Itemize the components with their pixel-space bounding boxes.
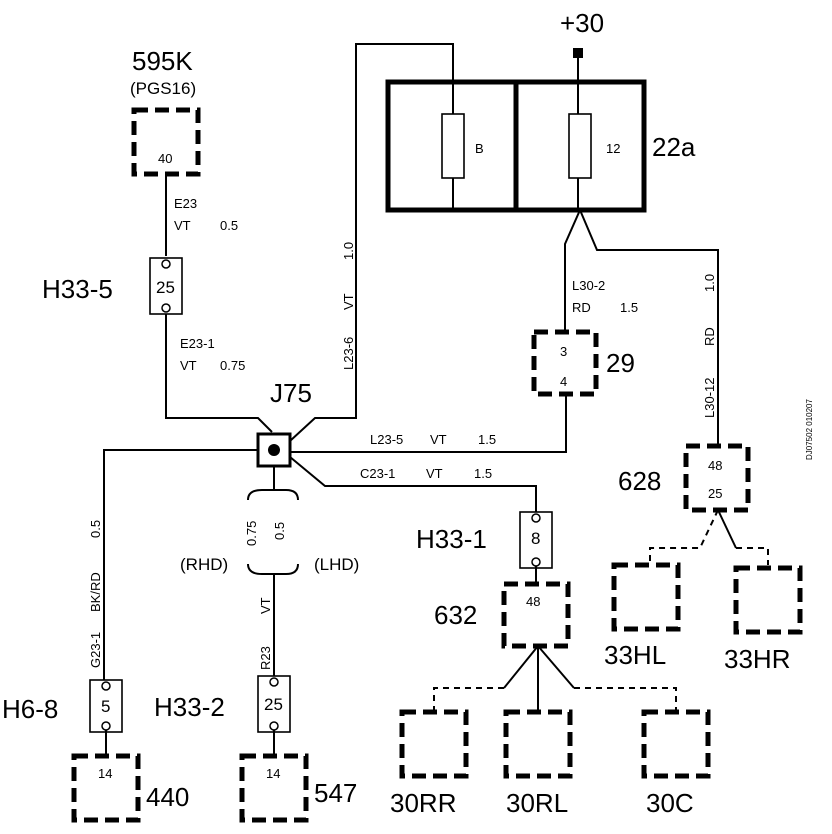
component-632 [501,581,571,649]
fuse-12 [568,113,592,179]
variant-size-rhd: 0.75 [244,521,259,546]
component-628-pin-bottom: 25 [708,486,722,501]
svg-text:VT: VT [341,293,356,310]
junction-label: J75 [270,378,312,408]
lamp-30rl-label: 30RL [506,788,568,818]
connector-h6-8-pin: 5 [101,697,110,716]
wire-r23-label: R23 VT [258,597,273,670]
component-440-label: 440 [146,782,189,812]
connector-h6-8-pin-bottom [101,721,111,731]
component-632-label: 632 [434,600,477,630]
lamp-30rl [503,709,573,779]
svg-text:R23: R23 [258,646,273,670]
fuse-b-label: B [475,141,484,156]
wire-c23-1-code: C23-1 [360,466,395,481]
wire-e23-1-size: 0.75 [220,358,245,373]
connector-h33-1-pin-top [531,513,541,523]
variant-lhd: (LHD) [314,555,359,574]
wire-c23-1-size: 1.5 [474,466,492,481]
wire-l30-12-label: L30-12 RD 1.0 [702,274,717,418]
fuse-12-label: 12 [606,141,620,156]
variant-brace-top [247,489,299,501]
component-547-label: 547 [314,778,357,808]
wire-l23-6-label: L23-6 VT 1.0 [341,242,356,370]
lamp-33hr [733,565,803,635]
svg-text:0.5: 0.5 [88,520,103,538]
svg-text:L23-6: L23-6 [341,337,356,370]
supply-terminal [573,48,583,58]
component-29-label: 29 [606,348,635,378]
lamp-33hl-label: 33HL [604,640,666,670]
lamp-33hr-label: 33HR [724,644,790,674]
wire-g23-1-label: G23-1 BK/RD 0.5 [88,520,103,668]
wire-e23-color: VT [174,218,191,233]
wire-c23-1-color: VT [426,466,443,481]
wire-l23-5-size: 1.5 [478,432,496,447]
connector-h33-2-label: H33-2 [154,692,225,722]
component-595k-sub: (PGS16) [130,79,196,98]
svg-text:0.5: 0.5 [272,522,287,540]
wire-l30-2-color: RD [572,300,591,315]
connector-h33-5-pin: 25 [156,278,175,297]
variant-brace-bottom [247,563,299,575]
svg-text:L30-12: L30-12 [702,378,717,418]
wire-e23-1-code: E23-1 [180,336,215,351]
variant-size-lhd: 0.5 [272,522,287,540]
fuse-b [441,113,465,179]
component-440 [71,753,141,823]
svg-text:G23-1: G23-1 [88,632,103,668]
connector-h33-2-pin-top [269,677,279,687]
svg-text:1.0: 1.0 [341,242,356,260]
component-595k-label: 595K [132,46,193,76]
component-628-pin-top: 48 [708,458,722,473]
component-628-label: 628 [618,466,661,496]
connector-h33-5-pin-bottom [161,303,171,313]
component-29-pin-bottom: 4 [560,374,567,389]
wire-e23-code: E23 [174,196,197,211]
wire-l23-5-code: L23-5 [370,432,403,447]
svg-text:DJ07502 010207: DJ07502 010207 [805,399,814,460]
svg-text:1.0: 1.0 [702,274,717,292]
wire-l23-5-color: VT [430,432,447,447]
component-547 [239,753,309,823]
variant-rhd: (RHD) [180,555,228,574]
connector-h33-1-pin: 8 [531,529,540,548]
connector-h33-2-pin-bottom [269,721,279,731]
wire-l30-2-code: L30-2 [572,278,605,293]
connector-h33-1-label: H33-1 [416,524,487,554]
lamp-33hl [611,562,681,632]
connector-h33-1-pin-bottom [531,557,541,567]
wire-l30-2-size: 1.5 [620,300,638,315]
connector-h33-5-label: H33-5 [42,274,113,304]
wire-e23-1-color: VT [180,358,197,373]
supply-label: +30 [560,8,604,38]
wire-e23-size: 0.5 [220,218,238,233]
lamp-30c [641,709,711,779]
svg-text:VT: VT [258,597,273,614]
connector-h6-8-pin-top [101,681,111,691]
lamp-30rr [399,709,469,779]
connector-h33-2-pin: 25 [264,695,283,714]
lamp-30rr-label: 30RR [390,788,456,818]
component-440-pin: 14 [98,766,112,781]
component-547-pin: 14 [266,766,280,781]
component-628 [683,443,751,513]
svg-text:RD: RD [702,327,717,346]
svg-text:BK/RD: BK/RD [88,572,103,612]
doc-reference: DJ07502 010207 [805,399,814,460]
component-595k [131,107,201,177]
svg-text:0.75: 0.75 [244,521,259,546]
junction-node [268,444,280,456]
component-29-pin-top: 3 [560,344,567,359]
fusebox-label: 22a [652,132,696,162]
component-595k-pin: 40 [158,151,172,166]
lamp-30c-label: 30C [646,788,694,818]
connector-h6-8-label: H6-8 [2,694,58,724]
component-632-pin: 48 [526,594,540,609]
connector-h33-5-pin-top [161,259,171,269]
